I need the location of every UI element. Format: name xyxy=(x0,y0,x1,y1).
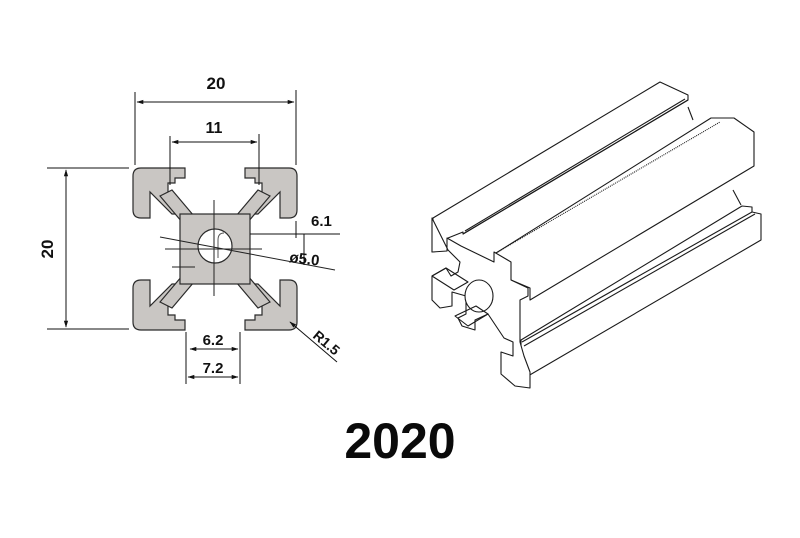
center-bore xyxy=(197,228,233,264)
dim-overall-width: 20 xyxy=(207,74,226,93)
centerlines xyxy=(159,200,336,296)
isometric-extrusion xyxy=(431,81,762,389)
dim-slot-depth: 6.1 xyxy=(311,213,332,230)
dim-center-bore: ø5.0 xyxy=(289,249,321,270)
dim-slot-opening-outer: 7.2 xyxy=(203,360,224,377)
dim-slot-opening-inner: 6.2 xyxy=(203,332,224,349)
dim-slot-top-width: 11 xyxy=(206,120,223,137)
profile-model-title: 2020 xyxy=(344,413,456,469)
dim-overall-height: 20 xyxy=(38,240,57,259)
dimension-lines xyxy=(47,90,340,384)
